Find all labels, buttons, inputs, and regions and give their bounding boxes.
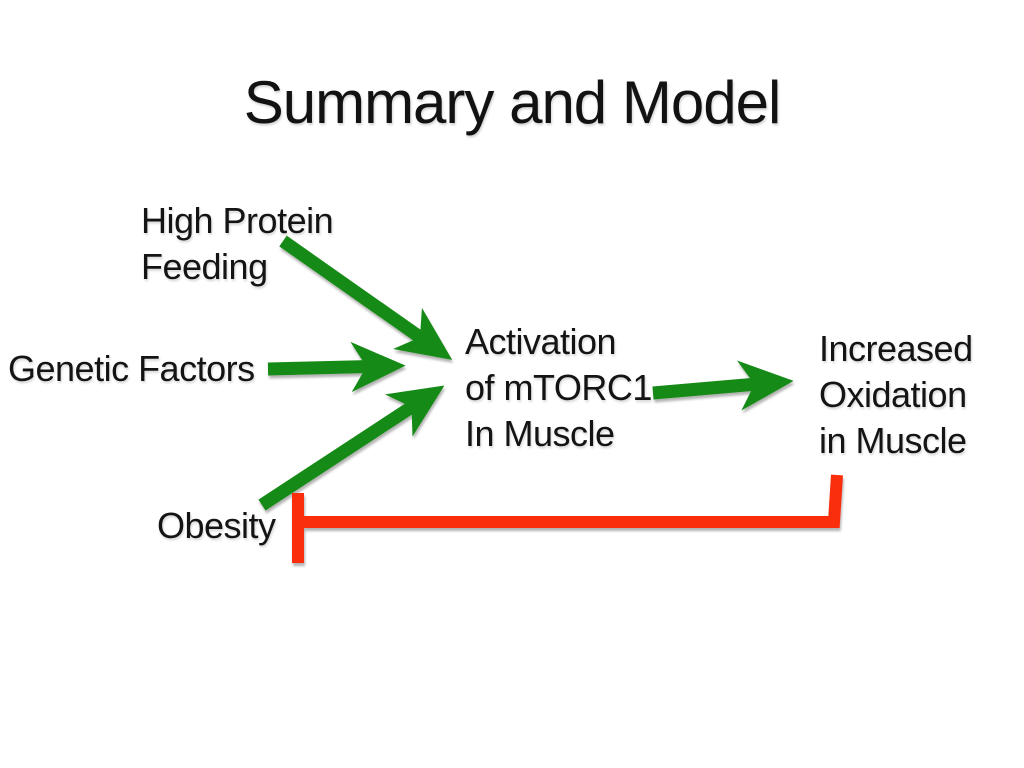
node-label-genetic-factors: Genetic Factors (8, 348, 255, 389)
node-label-high-protein-feeding: High Protein Feeding (141, 200, 334, 287)
slide-title: Summary and Model (243, 69, 782, 136)
arrow-obesity-to-mtorc1 (258, 385, 445, 511)
node-label-obesity: Obesity (157, 505, 276, 546)
inhibition-bar-oxidation-to-obesity (292, 474, 843, 563)
arrow-mtorc1-to-oxidation (652, 360, 794, 411)
node-label-mtorc1-activation: Activation of mTORC1 In Muscle (465, 321, 652, 454)
node-label-increased-oxidation: Increased Oxidation in Muscle (819, 328, 973, 461)
arrow-genetic-factors-to-mtorc1 (267, 341, 406, 393)
inhibition-line (298, 474, 843, 528)
